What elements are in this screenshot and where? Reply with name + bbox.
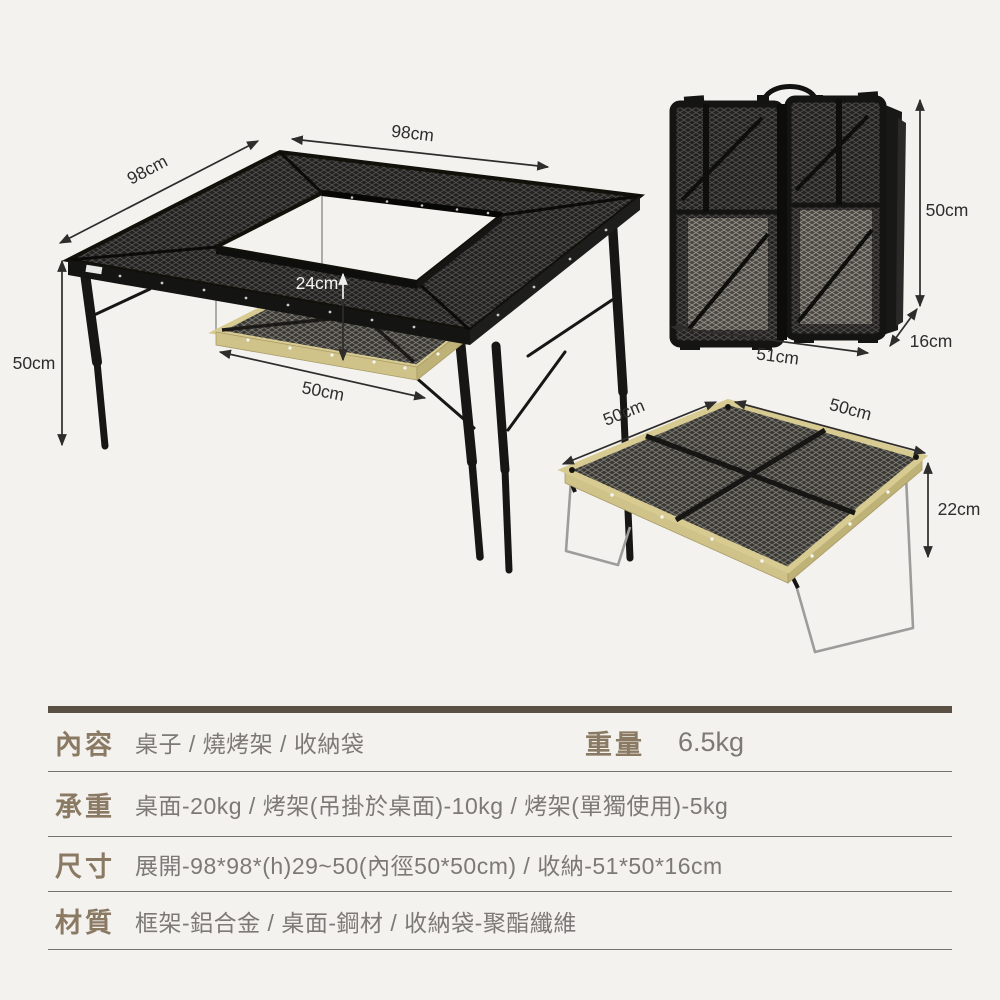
dim-folded-width: 51cm	[755, 344, 800, 369]
folded-panel-left	[669, 100, 785, 348]
folded-panel-right	[784, 95, 887, 341]
folded-table-dimensions	[670, 98, 925, 357]
spec-label-load: 承重	[55, 791, 115, 822]
grill-table-dimensions	[561, 400, 933, 559]
spec-row-load: 承重 桌面-20kg / 烤架(吊掛於桌面)-10kg / 烤架(單獨使用)-5…	[48, 772, 952, 837]
grill-table-wire-legs	[564, 475, 915, 654]
spec-row-contents: 內容 桌子 / 燒烤架 / 收納袋 重量 6.5kg	[48, 713, 952, 772]
main-table-dimensions	[57, 135, 550, 447]
folded-table-illustration: 50cm 16cm 51cm	[669, 84, 969, 369]
spec-value-contents: 桌子 / 燒烤架 / 收納袋	[135, 731, 365, 757]
main-table-illustration: 98cm 98cm 50cm 24cm 50cm	[13, 121, 646, 574]
dim-main-hang-height: 24cm	[296, 273, 339, 293]
dim-main-depth: 98cm	[124, 151, 171, 189]
dim-grill-height: 22cm	[938, 499, 981, 519]
main-tabletop	[61, 149, 646, 345]
grill-table-illustration: 50cm 50cm 22cm	[557, 394, 981, 654]
dim-main-grill-width: 50cm	[300, 377, 346, 405]
dim-folded-depth: 16cm	[910, 331, 953, 351]
main-table-legs	[79, 213, 634, 574]
spec-row-size: 尺寸 展開-98*98*(h)29~50(內徑50*50cm) / 收納-51*…	[48, 837, 952, 892]
product-dimension-diagrams: 98cm 98cm 50cm 24cm 50cm	[13, 84, 981, 654]
dim-grill-width: 50cm	[827, 394, 874, 424]
dim-main-width: 98cm	[390, 121, 435, 146]
spec-row-material: 材質 框架-鋁合金 / 桌面-鋼材 / 收納袋-聚酯纖維	[48, 892, 952, 950]
spec-value-material: 框架-鋁合金 / 桌面-鋼材 / 收納袋-聚酯纖維	[135, 909, 577, 936]
apron-rivets	[118, 228, 608, 329]
spec-label-contents: 內容	[55, 729, 115, 760]
dim-folded-height: 50cm	[926, 200, 969, 220]
spec-table-top-bar	[48, 706, 952, 713]
grill-table-screws	[610, 490, 890, 563]
spec-value-weight: 6.5kg	[678, 726, 745, 757]
spec-table: 內容 桌子 / 燒烤架 / 收納袋 重量 6.5kg 承重 桌面-20kg / …	[48, 706, 952, 950]
spec-label-size: 尺寸	[55, 851, 115, 882]
spec-value-size: 展開-98*98*(h)29~50(內徑50*50cm) / 收納-51*50*…	[135, 853, 723, 879]
spec-value-load: 桌面-20kg / 烤架(吊掛於桌面)-10kg / 烤架(單獨使用)-5kg	[135, 793, 729, 819]
spec-label-weight: 重量	[585, 729, 645, 760]
dim-main-leg-height: 50cm	[13, 353, 56, 373]
brand-tag	[85, 264, 103, 275]
rail-rivets	[350, 196, 490, 215]
spec-label-material: 材質	[55, 908, 115, 938]
